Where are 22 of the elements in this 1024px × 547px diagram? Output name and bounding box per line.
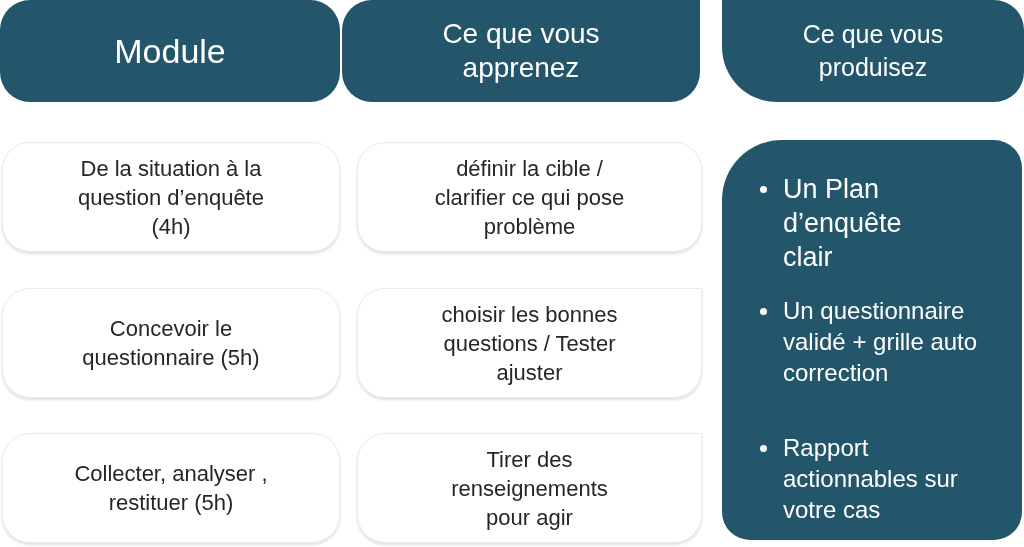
card-text: De la situation à la question d’enquête (4h) [77, 154, 265, 241]
card-text: définir la cible / clarifier ce qui pose problème [433, 154, 626, 241]
content-card [2, 142, 340, 252]
content-card [357, 433, 702, 543]
card-text: choisir les bonnes questions / Tester ajuster [440, 300, 619, 387]
bullet-text: Un questionnaire validé + grille auto correction [783, 296, 979, 388]
column-header [0, 0, 340, 102]
header-text: Ce que vous produisez [801, 19, 945, 83]
header-text: Ce que vous apprenez [441, 17, 601, 85]
deliverables-panel [722, 140, 1022, 540]
column-header [342, 0, 700, 102]
content-card [2, 288, 340, 398]
bullet-text: Un Plan d’enquête clair [783, 173, 903, 274]
content-card [2, 433, 340, 543]
card-text: Concevoir le questionnaire (5h) [81, 315, 261, 372]
header-text: Module [114, 31, 226, 71]
card-text: Tirer des renseignements pour agir [450, 445, 609, 532]
column-header [722, 0, 1024, 102]
card-text: Collecter, analyser , restituer (5h) [73, 460, 269, 517]
bullet-text: Rapport actionnables sur votre cas [783, 433, 959, 525]
content-card [357, 288, 702, 398]
content-card [357, 142, 702, 252]
